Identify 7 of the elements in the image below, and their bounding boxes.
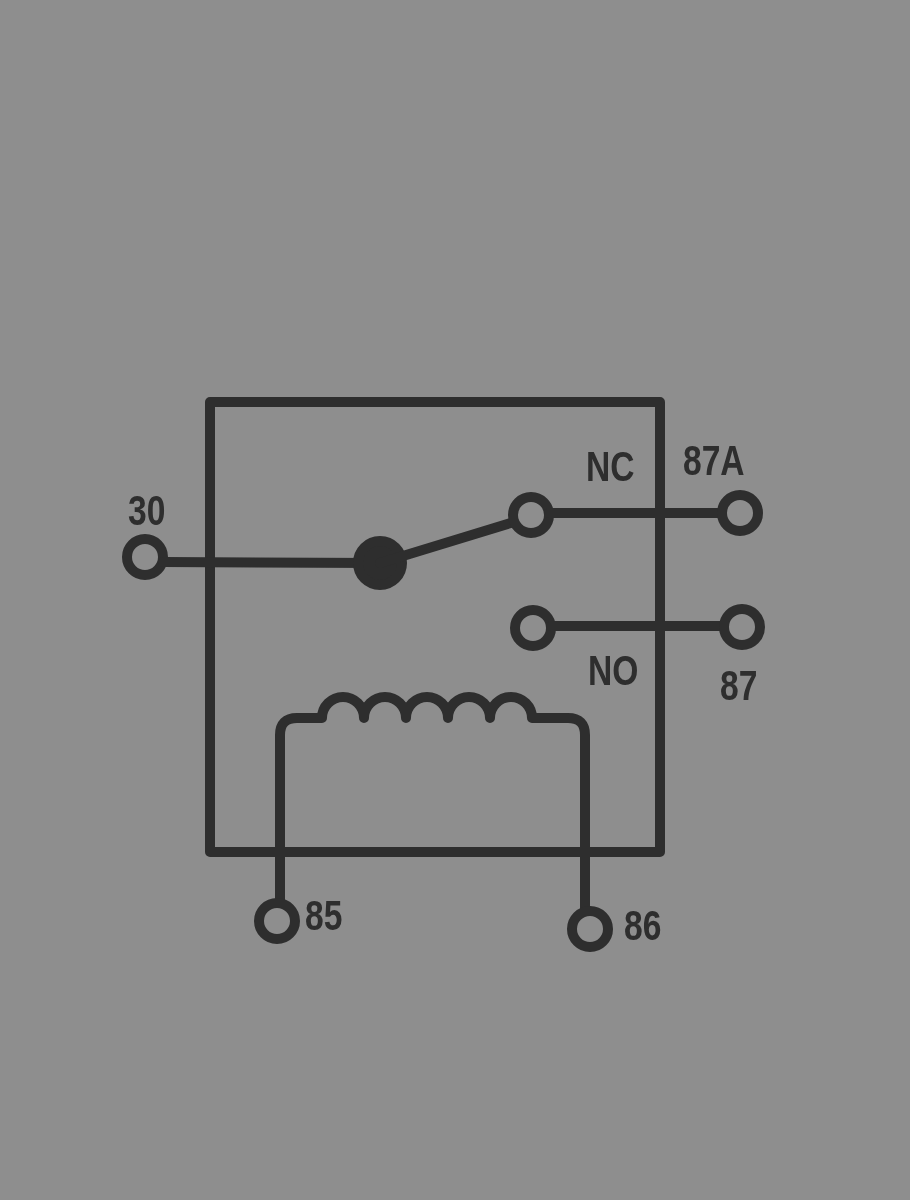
pin-label: 30 (128, 490, 166, 532)
pin-label: NC (586, 446, 635, 488)
pin-label: 86 (624, 905, 662, 947)
pin-label: 85 (305, 895, 343, 937)
pin-label: NO (588, 650, 639, 692)
pin-label: 87A (683, 440, 745, 482)
pin-label: 87 (720, 665, 758, 707)
